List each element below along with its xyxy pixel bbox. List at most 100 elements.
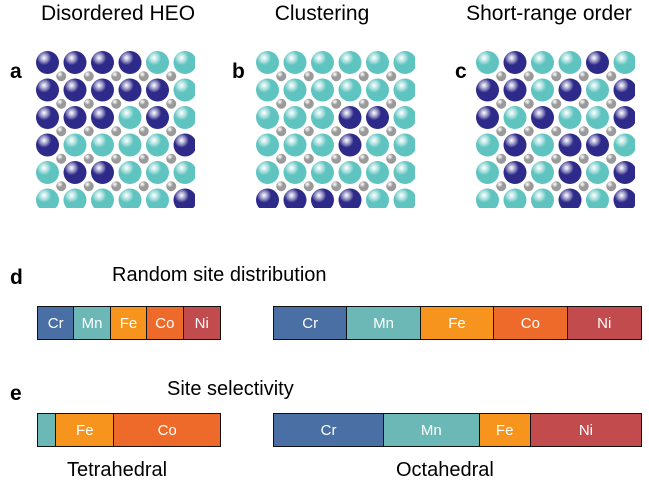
lattice-clustering [256,51,415,208]
oxygen-atom [386,126,397,137]
light-cation-atom [393,78,415,102]
oxygen-atom [358,126,369,137]
dark-cation-atom [91,106,114,129]
oxygen-atom [276,181,287,192]
light-cation-atom [476,133,499,157]
light-cation-atom [173,106,195,129]
light-cation-atom [283,78,307,102]
oxygen-atom [56,98,67,109]
oxygen-atom [303,126,314,137]
panel-c-title: Short-range order [466,2,632,25]
dark-cation-atom [503,133,527,157]
light-cation-atom [393,161,415,184]
light-cation-atom [118,188,142,208]
light-cation-atom [366,78,389,102]
dark-cation-atom [338,188,362,208]
lattice-disordered-heo [36,51,195,208]
dark-cation-atom [558,161,582,184]
light-cation-atom [586,188,609,208]
segment-mn: Mn [384,414,480,446]
oxygen-atom [138,126,149,137]
oxygen-atom [551,153,562,164]
light-cation-atom [283,161,307,184]
light-cation-atom [311,106,334,129]
oxygen-atom [83,181,94,192]
dark-cation-atom [173,188,195,208]
oxygen-atom [56,153,67,164]
dark-cation-atom [503,78,527,102]
section-d-label: d [10,266,23,289]
light-cation-atom [118,106,142,129]
oxygen-atom [56,126,67,137]
light-cation-atom [283,133,307,157]
light-cation-atom [338,51,362,74]
light-cation-atom [503,106,527,129]
dark-cation-atom [63,51,87,74]
segment-ni: Ni [530,414,641,446]
dark-cation-atom [586,133,609,157]
light-cation-atom [476,161,499,184]
oxygen-atom [303,98,314,109]
light-cation-atom [256,161,279,184]
dark-cation-atom [586,51,609,74]
oxygen-atom [166,126,177,137]
oxygen-atom [523,126,534,137]
segment-mn: Mn [347,307,421,339]
dark-cation-atom [613,161,635,184]
dark-cation-atom [91,51,114,74]
light-cation-atom [476,188,499,208]
oxygen-atom [83,126,94,137]
segment-fe: Fe [420,307,495,339]
oxygen-atom [56,71,67,82]
light-cation-atom [173,51,195,74]
oxygen-atom [386,71,397,82]
oxygen-atom [606,181,617,192]
oxygen-atom [496,126,507,137]
oxygen-atom [386,181,397,192]
oxygen-atom [551,98,562,109]
light-cation-atom [63,133,87,157]
segment-fe: Fe [56,414,115,446]
segment-fe: Fe [479,414,531,446]
light-cation-atom [613,133,635,157]
light-cation-atom [173,78,195,102]
dark-cation-atom [558,78,582,102]
oxygen-atom [578,71,589,82]
oxygen-atom [276,126,287,137]
segment-cr: Cr [274,307,348,339]
oxygen-atom [551,71,562,82]
dark-cation-atom [613,78,635,102]
dark-cation-atom [146,78,169,102]
oxygen-atom [386,98,397,109]
light-cation-atom [146,188,169,208]
dark-cation-atom [36,51,59,74]
dark-cation-atom [311,188,334,208]
oxygen-atom [578,153,589,164]
oxygen-atom [523,98,534,109]
dark-cation-atom [613,106,635,129]
oxygen-atom [606,98,617,109]
segment-mn [38,414,57,446]
oxygen-atom [331,98,342,109]
oxygen-atom [276,98,287,109]
light-cation-atom [256,78,279,102]
dark-cation-atom [558,133,582,157]
dark-cation-atom [36,106,59,129]
oxygen-atom [166,98,177,109]
lattice-short-range-order [476,51,635,208]
light-cation-atom [366,161,389,184]
light-cation-atom [311,78,334,102]
light-cation-atom [311,161,334,184]
light-cation-atom [146,51,169,74]
oxygen-atom [523,153,534,164]
dark-cation-atom [558,188,582,208]
oxygen-atom [303,181,314,192]
light-cation-atom [256,51,279,74]
light-cation-atom [586,78,609,102]
oxygen-atom [496,181,507,192]
oxygen-atom [523,181,534,192]
segment-co: Co [494,307,568,339]
oxygen-atom [138,181,149,192]
dark-cation-atom [476,78,499,102]
